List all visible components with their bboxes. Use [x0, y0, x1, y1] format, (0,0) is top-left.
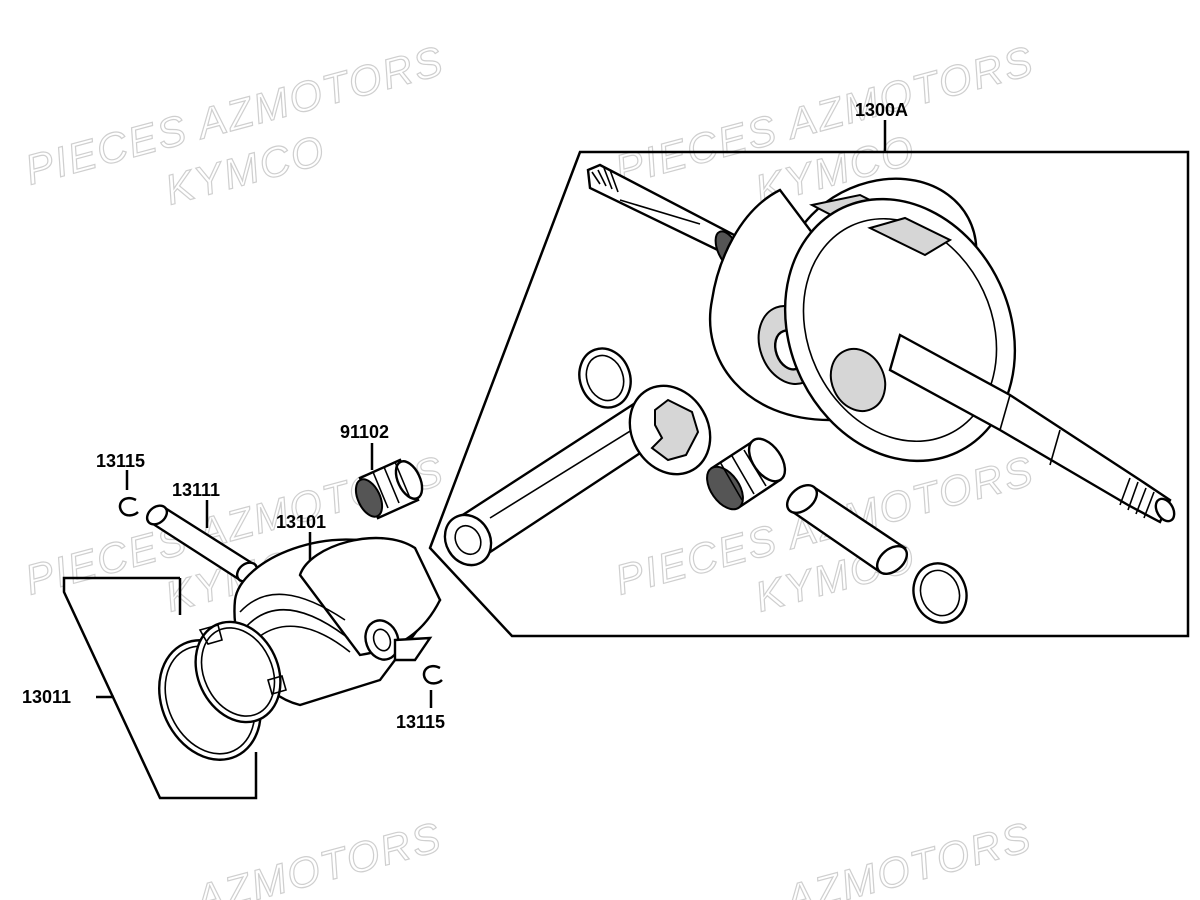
ring-set-bracket: 13011: [22, 576, 258, 800]
crankshaft: [586, 163, 1176, 524]
small-end-needle-bearing: 91102: [340, 422, 424, 520]
label-13115-top: 13115: [96, 451, 145, 471]
label-91102: 91102: [340, 422, 389, 442]
piston-pin: 13111: [145, 480, 259, 583]
watermark-layer: PIECES AZMOTORS KYMCO PIECES AZMOTORS KY…: [20, 36, 1040, 900]
watermark-text: AZMOTORS: [777, 813, 1037, 900]
label-13011: 13011: [22, 687, 71, 707]
label-1300A: 1300A: [855, 100, 908, 120]
watermark-text: AZMOTORS: [187, 813, 447, 900]
circlip-bottom: 13115: [396, 664, 445, 732]
big-end-needle-bearing: [706, 437, 787, 511]
label-13101: 13101: [276, 512, 326, 532]
piston-ring-set: [158, 620, 287, 761]
label-13115-bottom: 13115: [396, 712, 445, 732]
thrust-washer-bottom: [912, 562, 968, 624]
thrust-washer-top: [578, 347, 632, 409]
crank-pin: [785, 484, 909, 575]
label-13111: 13111: [172, 480, 220, 500]
piston: 13101: [233, 512, 442, 707]
connecting-rod: [443, 384, 712, 567]
crankshaft-assembly-bracket: 1300A: [428, 100, 1190, 638]
circlip-top: 13115: [96, 451, 145, 517]
